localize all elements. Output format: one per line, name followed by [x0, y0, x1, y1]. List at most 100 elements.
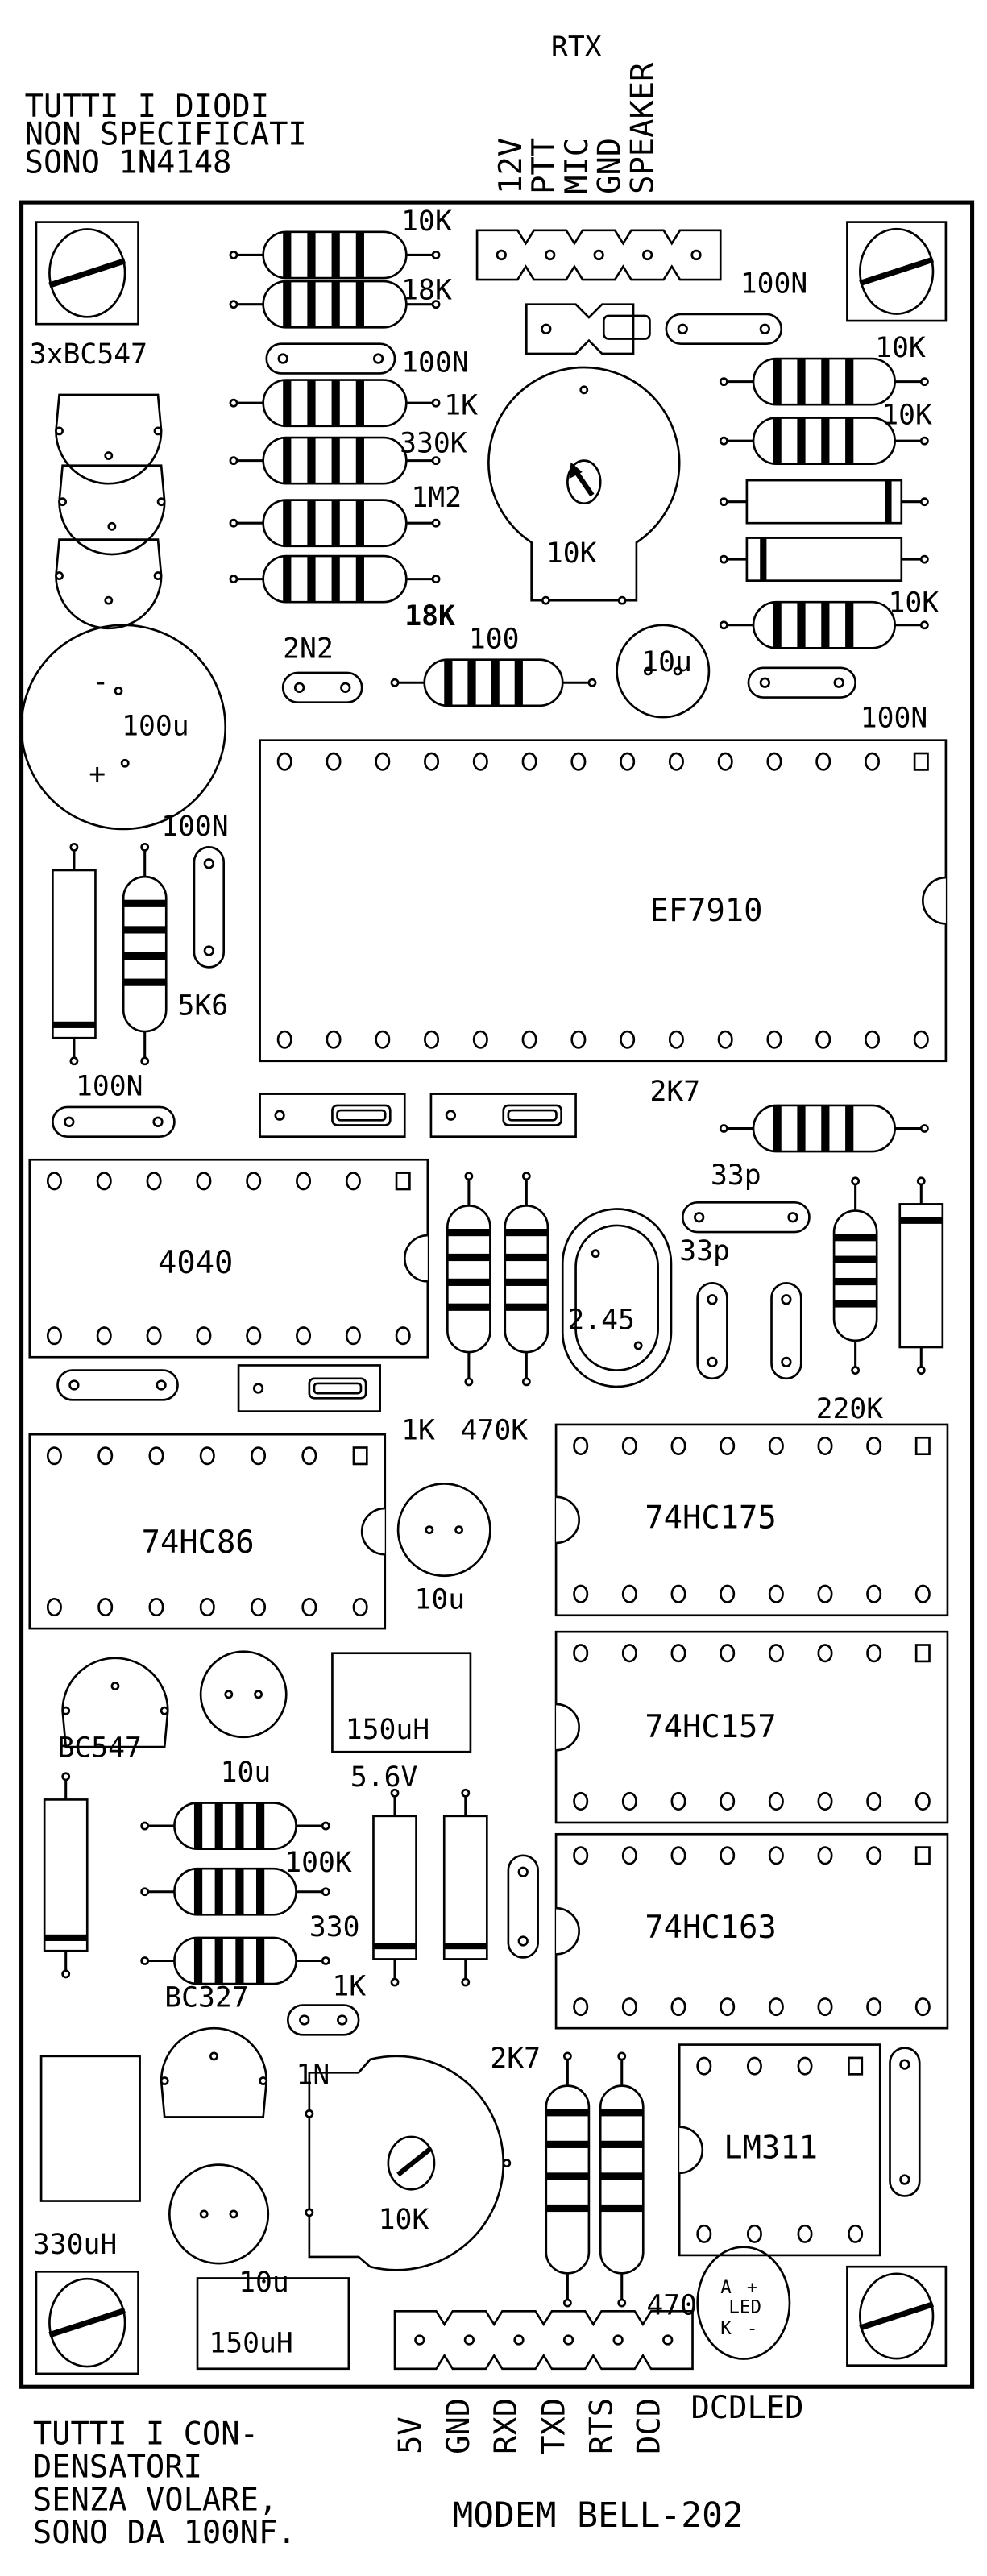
diode [745, 479, 903, 525]
pad [720, 1791, 736, 1811]
pad [464, 1377, 474, 1387]
pad [865, 752, 881, 771]
resistor-band [845, 1105, 854, 1152]
pad [670, 1644, 686, 1663]
label-r18k: 18K [401, 275, 452, 307]
pad [617, 595, 627, 605]
pad [817, 1436, 833, 1456]
resistor-band [600, 2172, 644, 2180]
pad [96, 1172, 112, 1191]
pad [61, 1772, 71, 1782]
pad [817, 1584, 833, 1603]
pin-label-txd: TXD [536, 2398, 572, 2454]
diode-band [444, 1943, 487, 1950]
capacitor [56, 1369, 179, 1401]
pad [259, 2076, 268, 2085]
resistor-band [355, 380, 364, 426]
pad [866, 1997, 882, 2017]
diode [442, 1815, 488, 1960]
resistor-band [600, 2140, 644, 2148]
ic-notch [922, 876, 946, 925]
led-anode: A [720, 2277, 732, 2298]
pad [146, 1172, 162, 1191]
label-l150uh-a: 150uH [346, 1714, 429, 1746]
pad [694, 1212, 705, 1223]
trimmer-slot [48, 2308, 126, 2338]
pad [337, 2014, 348, 2026]
resistor-band [307, 231, 316, 279]
pad [199, 1598, 215, 1617]
trimmer [35, 221, 139, 326]
label-c100n-d: 100N [161, 811, 229, 843]
pad [305, 2109, 314, 2118]
pad [431, 575, 441, 584]
ic-74hc163: 74HC163 [645, 1910, 776, 1946]
resistor-band [821, 1105, 830, 1152]
pad [617, 2298, 627, 2308]
pad [573, 1644, 589, 1663]
pad [759, 677, 770, 688]
pad [768, 1846, 784, 1865]
pad [573, 1436, 589, 1456]
diode-band [373, 1943, 417, 1950]
serial-pin-labels: 5V GND RXD TXD RTS DCD DCDLED [393, 2390, 804, 2454]
pad [199, 1446, 215, 1466]
pin-label-speaker: SPEAKER [625, 62, 661, 194]
arrow-icon [569, 462, 583, 479]
pad [768, 1997, 784, 2017]
pad [833, 677, 844, 688]
resistor-band [193, 1869, 203, 1915]
pad [866, 1644, 882, 1663]
pad [620, 752, 636, 771]
resistor-band [797, 1105, 806, 1152]
resistor-band [355, 438, 364, 484]
pin-label-dcd: DCD [632, 2398, 668, 2454]
label-c100n-e: 100N [76, 1071, 143, 1103]
label-r1k-c: 1K [332, 1970, 366, 2002]
pad [914, 1997, 931, 2017]
pad [390, 1977, 400, 1987]
ic-notch [556, 1495, 580, 1545]
pad [252, 1383, 264, 1394]
pad [229, 575, 238, 584]
resistor-band [214, 1937, 223, 1985]
pad [719, 554, 728, 564]
pad [587, 678, 597, 687]
capacitor [52, 1105, 176, 1139]
pad [55, 571, 64, 580]
pad [96, 1326, 112, 1346]
resistor-band [773, 359, 782, 405]
resistor-band [307, 281, 316, 328]
pad [97, 1598, 114, 1617]
pad [677, 323, 688, 334]
jumper-crystal [331, 1104, 392, 1126]
resistor-band [307, 380, 316, 426]
pad [229, 251, 238, 259]
transistor [55, 393, 163, 485]
pad [55, 426, 64, 436]
pad [916, 1176, 926, 1186]
pad [229, 518, 238, 528]
pad [431, 456, 441, 466]
resistor-band [834, 1277, 877, 1286]
pad [919, 1124, 929, 1133]
label-c100n-c: 100N [861, 702, 928, 734]
resistor-band [447, 1278, 491, 1286]
pad [276, 752, 292, 771]
pad [633, 1341, 643, 1350]
electrolytic-capacitor [20, 624, 227, 831]
pad [229, 300, 238, 309]
label-r18k-b: 18K [404, 600, 455, 633]
c100u-plus: + [89, 758, 106, 790]
diode [898, 1203, 944, 1349]
pad [496, 249, 507, 261]
label-z5v6: 5.6V [350, 1761, 418, 1794]
pad [573, 1846, 589, 1865]
resistor-band [834, 1234, 877, 1242]
ic-4040: 4040 [158, 1245, 233, 1281]
pad [254, 1690, 263, 1699]
pad [251, 1446, 267, 1466]
led-plus: + [747, 2277, 758, 2298]
jumper [237, 1364, 381, 1412]
